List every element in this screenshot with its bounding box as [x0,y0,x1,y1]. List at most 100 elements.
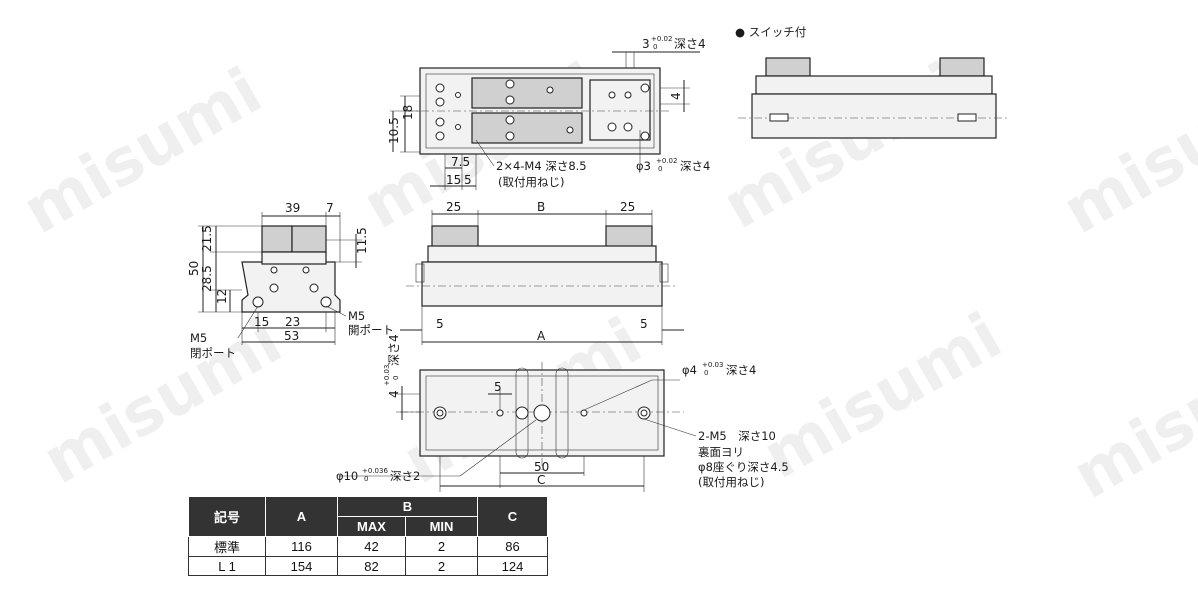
note-phi3: φ3 [636,159,651,173]
note-m5-line2: 裏面ヨリ [698,445,744,459]
note-phi10-tol: +0.036 [362,467,388,475]
dim-4-vert-suffix: 深さ4 [387,334,401,366]
dim-25-right: 25 [620,200,635,214]
header-a: A [265,496,338,537]
watermark-text: misumi [1051,54,1198,249]
dim-4-vert-tol: +0.03 [383,365,391,386]
top-view-jaw-right [471,112,583,144]
dim-3-tol2: 0 [653,43,657,51]
header-b: B [337,496,478,517]
top-view-holes [435,79,650,141]
switch-sensor-right [957,113,977,122]
m5-left: M5 [190,331,207,345]
row-c: 86 [477,536,548,557]
note-m4: 2×4-M4 深さ8.5 [496,159,587,173]
note-m5-line1: 2-M5 深さ10 [698,429,776,443]
dim-B: B [537,200,545,214]
dim-5-right: 5 [640,317,648,331]
dim-A: A [537,329,546,343]
watermark-text: misumi [1061,319,1198,514]
side-upper [261,251,327,265]
switch-label: ● スイッチ付 [735,25,806,39]
side-body [241,261,341,313]
side-view: 39 7 50 21.5 28.5 12 11.5 15 23 53 M5 閉ポ… [187,201,394,360]
dim-C: C [537,473,545,487]
row-b-max: 42 [337,536,406,557]
note-phi3-tol2: 0 [658,165,662,173]
row-b-min: 2 [405,536,478,557]
dim-7-5: 7.5 [451,155,470,169]
header-b-max: MAX [337,516,406,537]
note-phi4: φ4 [682,363,697,377]
front-jaw-left [431,225,479,249]
front-top [427,245,657,263]
row-name: 標準 [188,536,266,557]
note-phi10-tol2: 0 [364,475,368,483]
note-m4-sub: (取付用ねじ) [498,175,564,189]
switch-view: ● スイッチ付 [735,25,1010,139]
dim-7: 7 [326,201,334,215]
dim-12: 12 [215,289,229,304]
top-view-jaw-left [471,77,583,109]
dim-50-bottom: 50 [534,460,549,474]
m5-right-sub: 開ポート [348,323,394,337]
note-phi3-suffix: 深さ4 [680,159,710,173]
dim-3-suffix: 深さ4 [674,37,706,51]
row-b-min: 2 [405,556,478,576]
switch-sensor-left [769,113,789,122]
note-phi3-tol: +0.02 [656,157,677,165]
top-view: 18 10.5 7.5 15 5 2×4-M4 深さ8.5 (取付用ねじ) 3 … [387,35,710,190]
dim-15-side: 15 [254,315,269,329]
row-b-max: 82 [337,556,406,576]
note-m5-line4: (取付用ねじ) [698,475,764,489]
header-symbol: 記号 [188,496,266,537]
watermark-text: misumi [31,304,294,499]
row-c: 124 [477,556,548,576]
header-b-min: MIN [405,516,478,537]
row-a: 116 [265,536,338,557]
bottom-slot-right [555,367,569,459]
note-phi10-suffix: 深さ2 [390,469,420,483]
row-name: L 1 [188,556,266,576]
dim-50: 50 [187,261,201,276]
dim-10-5: 10.5 [387,117,401,144]
table-row: L 1 154 82 2 124 [188,556,548,576]
watermark-text: misumi [11,54,274,249]
note-phi4-tol: +0.03 [702,361,723,369]
header-c: C [477,496,548,537]
front-jaw-right [605,225,653,249]
watermark-text: misumi [751,299,1014,494]
switch-jaw-right [939,57,985,77]
dim-21-5: 21.5 [200,225,214,252]
dim-4-vert-tol2: 0 [392,376,400,380]
m5-right: M5 [348,309,365,323]
switch-jaw-left [765,57,811,77]
switch-body [751,93,997,139]
dim-11-5: 11.5 [355,227,369,254]
note-phi10: φ10 [336,469,358,483]
dim-5-bottom: 5 [494,380,502,394]
note-m5-line3: φ8座ぐり深さ4.5 [698,460,789,474]
dim-15: 15 [446,173,461,187]
note-phi4-tol2: 0 [704,369,708,377]
front-view: 25 B 25 5 5 A [400,200,684,345]
dim-5: 5 [464,173,472,187]
dim-4-vert: 4 [387,390,401,398]
dim-39: 39 [285,201,300,215]
front-body [421,261,663,307]
dim-28-5: 28.5 [200,265,214,292]
side-jaw-right [291,225,327,253]
note-phi4-suffix: 深さ4 [726,363,756,377]
dim-25-left: 25 [446,200,461,214]
dim-5-left: 5 [436,317,444,331]
m5-left-sub: 閉ポート [190,346,236,360]
row-a: 154 [265,556,338,576]
switch-top [755,75,993,95]
dim-3-tol: +0.02 [651,35,672,43]
dim-18: 18 [401,105,415,120]
dim-3: 3 [642,37,650,51]
bottom-view: 4 +0.03 0 深さ4 5 φ4 +0.03 0 深さ4 2-M5 深さ10… [336,334,789,492]
table-row: 標準 116 42 2 86 [188,536,548,557]
